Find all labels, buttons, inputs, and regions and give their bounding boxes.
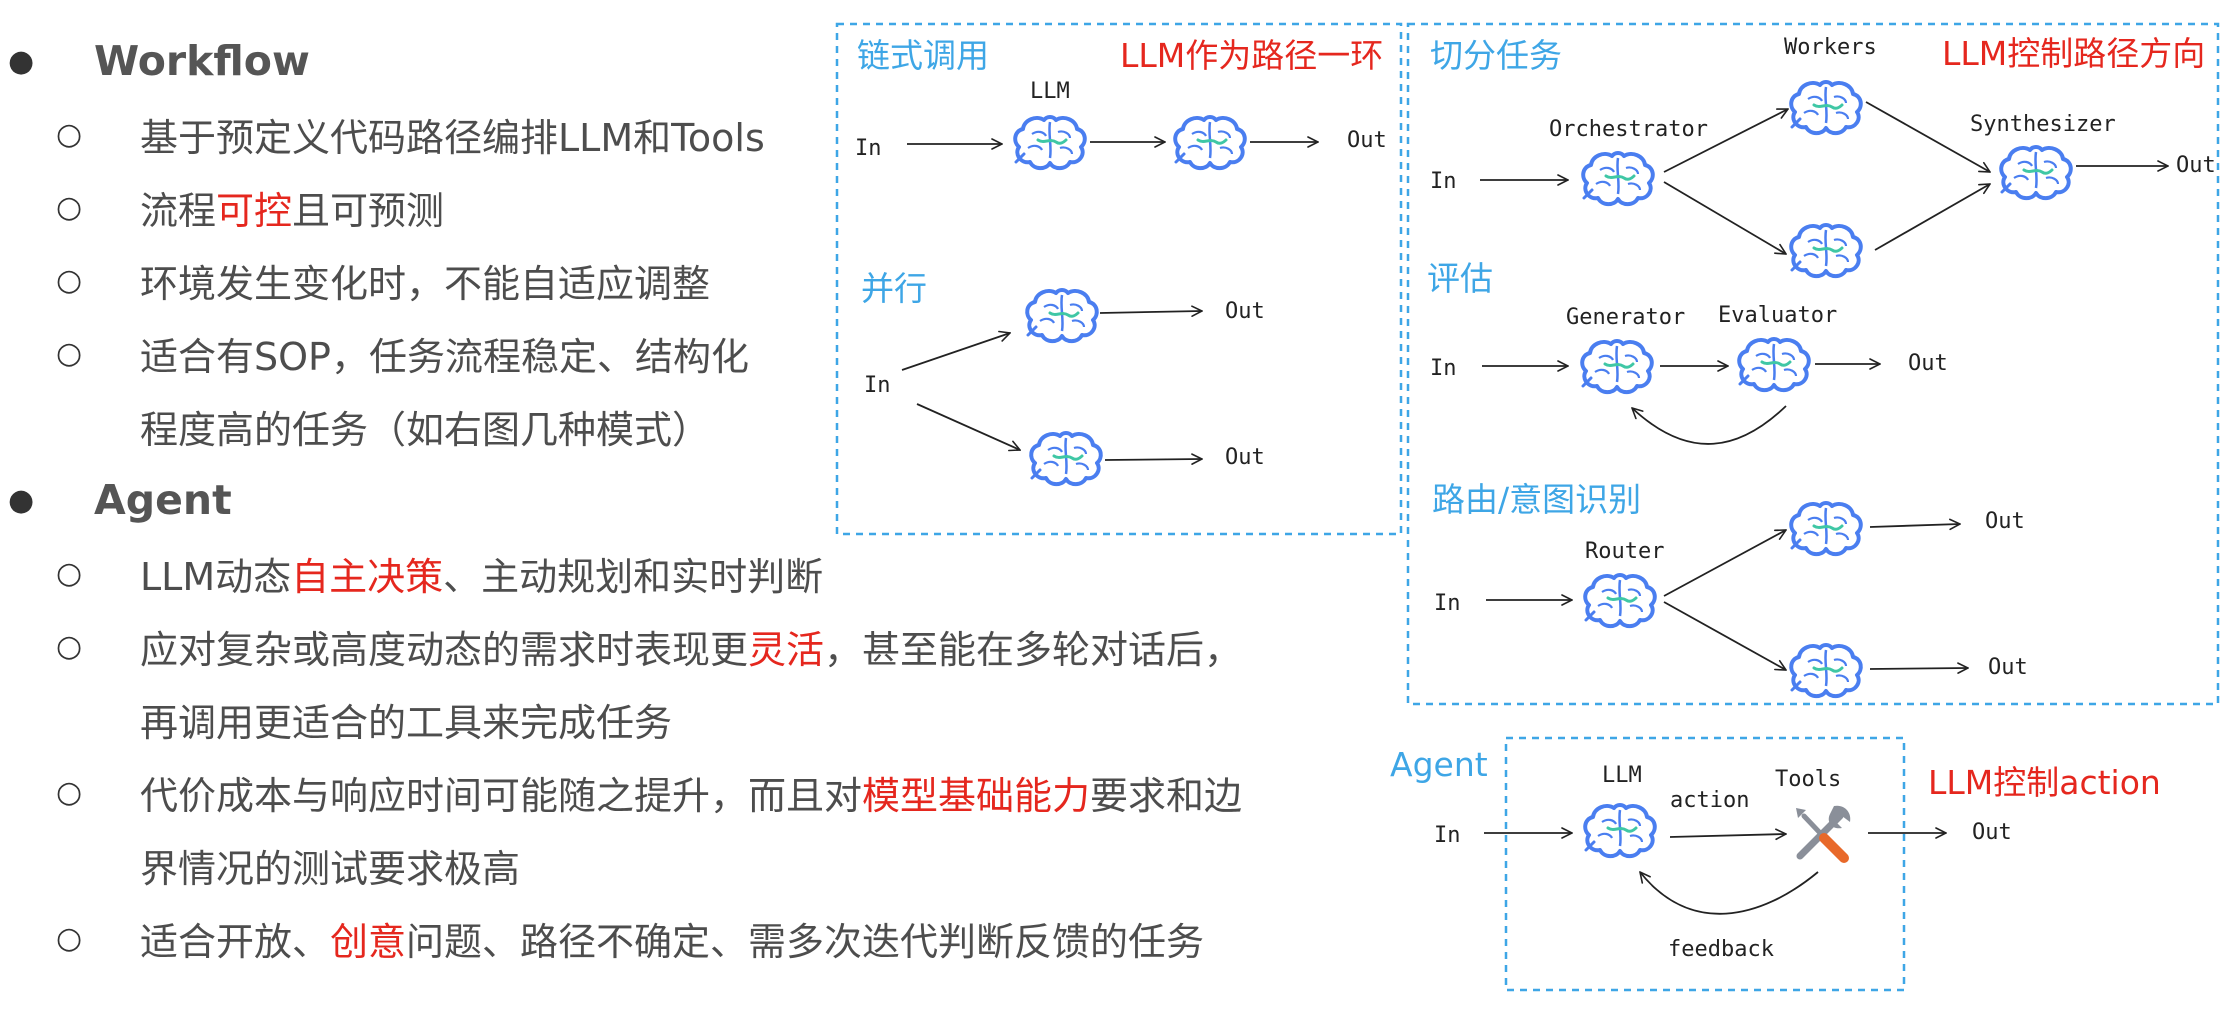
brain-icon xyxy=(1583,803,1657,859)
agent-title: Agent xyxy=(94,476,232,524)
agent-item-text: 再调用更适合的工具来完成任务 xyxy=(140,692,672,747)
brain-icon xyxy=(1789,643,1863,699)
workers-label: Workers xyxy=(1784,35,1877,60)
text-segment: 程度高的任务（如右图几种模式） xyxy=(140,407,711,452)
agent-item-text: 适合开放、创意问题、路径不确定、需多次迭代判断反馈的任务 xyxy=(140,911,1204,966)
evaluate-title: 评估 xyxy=(1427,259,1493,298)
agent-llm-label: LLM xyxy=(1602,763,1642,788)
text-segment: LLM动态 xyxy=(140,554,292,599)
agent-out-label: Out xyxy=(1972,820,2012,845)
orchestrator-label: Orchestrator xyxy=(1549,117,1708,142)
agent-item-text: 界情况的测试要求极高 xyxy=(140,838,520,893)
router-label: Router xyxy=(1585,539,1664,564)
text-segment: 适合开放、 xyxy=(140,919,331,964)
workflow-item-text: 适合有SOP，任务流程稳定、结构化 xyxy=(140,326,749,381)
text-segment: 问题、路径不确定、需多次迭代判断反馈的任务 xyxy=(406,919,1205,964)
brain-icon xyxy=(1789,223,1863,279)
circle-bullet-icon: ○ xyxy=(56,262,83,298)
circle-bullet-icon: ○ xyxy=(56,555,83,591)
brain-icon xyxy=(1789,80,1863,136)
text-segment: 基于预定义代码路径编排LLM和Tools xyxy=(140,115,765,160)
highlight-text: 自主决策 xyxy=(291,554,444,599)
text-segment: 流程 xyxy=(140,188,217,233)
generator-label: Generator xyxy=(1566,305,1685,330)
agent-item-text: 代价成本与响应时间可能随之提升，而且对模型基础能力要求和边 xyxy=(140,765,1242,820)
chain-parallel-frame xyxy=(835,22,1403,536)
text-segment: 界情况的测试要求极高 xyxy=(140,846,521,891)
agent-diagram-title: Agent xyxy=(1390,745,1488,784)
parallel-out-label: Out xyxy=(1225,299,1265,324)
circle-bullet-icon: ○ xyxy=(56,920,83,956)
parallel-title: 并行 xyxy=(861,269,927,308)
circle-bullet-icon: ○ xyxy=(56,335,83,371)
bullet-list: ● Workflow ○ 基于预定义代码路径编排LLM和Tools ○ 流程可控且可… xyxy=(8,37,1242,966)
chain-in-label: In xyxy=(855,136,882,161)
orchestrator-title: 切分任务 xyxy=(1430,36,1562,75)
brain-icon xyxy=(1013,115,1087,171)
highlight-text: 创意 xyxy=(330,919,407,964)
brain-icon xyxy=(1029,431,1103,487)
agent-frame xyxy=(1504,736,1906,992)
routing-in-label: In xyxy=(1434,591,1461,616)
brain-icon xyxy=(1583,573,1657,629)
chain-llm-label: LLM xyxy=(1030,79,1070,104)
chain-note: LLM作为路径一环 xyxy=(1120,36,1383,75)
agent-item-text: LLM动态自主决策、主动规划和实时判断 xyxy=(140,546,823,601)
workflow-item-text: 环境发生变化时，不能自适应调整 xyxy=(140,253,710,308)
circle-bullet-icon: ○ xyxy=(56,774,83,810)
workflow-item-text: 程度高的任务（如右图几种模式） xyxy=(140,399,710,454)
brain-icon xyxy=(1737,337,1811,393)
brain-icon xyxy=(1173,115,1247,171)
tools-icon xyxy=(1796,805,1851,863)
bullet-dot-icon: ● xyxy=(8,482,35,518)
synthesizer-label: Synthesizer xyxy=(1970,112,2116,137)
brain-icon xyxy=(1025,288,1099,344)
text-segment: ，甚至能在多轮对话后， xyxy=(824,627,1243,672)
text-segment: 再调用更适合的工具来完成任务 xyxy=(140,700,673,745)
orchestrator-out-label: Out xyxy=(2176,153,2216,178)
workflow-item-text: 流程可控且可预测 xyxy=(140,180,444,235)
routing-out-label: Out xyxy=(1988,655,2028,680)
text-segment: 应对复杂或高度动态的需求时表现更 xyxy=(140,627,749,672)
orchestrator-in-label: In xyxy=(1430,169,1457,194)
workflow-item-text: 基于预定义代码路径编排LLM和Tools xyxy=(140,107,765,162)
evaluate-out-label: Out xyxy=(1908,351,1948,376)
orchestrator-note: LLM控制路径方向 xyxy=(1942,34,2205,73)
brain-icon xyxy=(1999,145,2073,201)
text-segment: 、主动规划和实时判断 xyxy=(443,554,824,599)
brain-icon xyxy=(1580,339,1654,395)
circle-bullet-icon: ○ xyxy=(56,189,83,225)
workflow-title: Workflow xyxy=(94,37,310,85)
agent-in-label: In xyxy=(1434,823,1461,848)
highlight-text: 灵活 xyxy=(748,627,825,672)
bullet-dot-icon: ● xyxy=(8,43,35,79)
orchestrator-evaluate-routing-frame xyxy=(1406,22,2220,706)
text-segment: 要求和边 xyxy=(1090,773,1243,818)
text-segment: 环境发生变化时，不能自适应调整 xyxy=(140,261,711,306)
agent-item-text: 应对复杂或高度动态的需求时表现更灵活，甚至能在多轮对话后， xyxy=(140,619,1242,674)
brain-icon xyxy=(1789,501,1863,557)
highlight-text: 可控 xyxy=(216,188,293,233)
circle-bullet-icon: ○ xyxy=(56,628,83,664)
highlight-text: 模型基础能力 xyxy=(862,773,1091,818)
agent-diagram-note: LLM控制action xyxy=(1928,763,2161,802)
agent-tools-label: Tools xyxy=(1775,767,1841,792)
chain-title: 链式调用 xyxy=(857,36,989,75)
evaluate-in-label: In xyxy=(1430,356,1457,381)
text-segment: 且可预测 xyxy=(292,188,445,233)
agent-feedback-label: feedback xyxy=(1668,937,1774,962)
evaluator-label: Evaluator xyxy=(1718,303,1837,328)
routing-out-label: Out xyxy=(1985,509,2025,534)
parallel-out-label: Out xyxy=(1225,445,1265,470)
agent-action-label: action xyxy=(1670,788,1749,813)
chain-out-label: Out xyxy=(1347,128,1387,153)
parallel-in-label: In xyxy=(864,373,891,398)
text-segment: 适合有SOP，任务流程稳定、结构化 xyxy=(140,334,749,379)
text-segment: 代价成本与响应时间可能随之提升，而且对 xyxy=(140,773,863,818)
circle-bullet-icon: ○ xyxy=(56,116,83,152)
routing-title: 路由/意图识别 xyxy=(1432,480,1641,519)
brain-icon xyxy=(1581,151,1655,207)
